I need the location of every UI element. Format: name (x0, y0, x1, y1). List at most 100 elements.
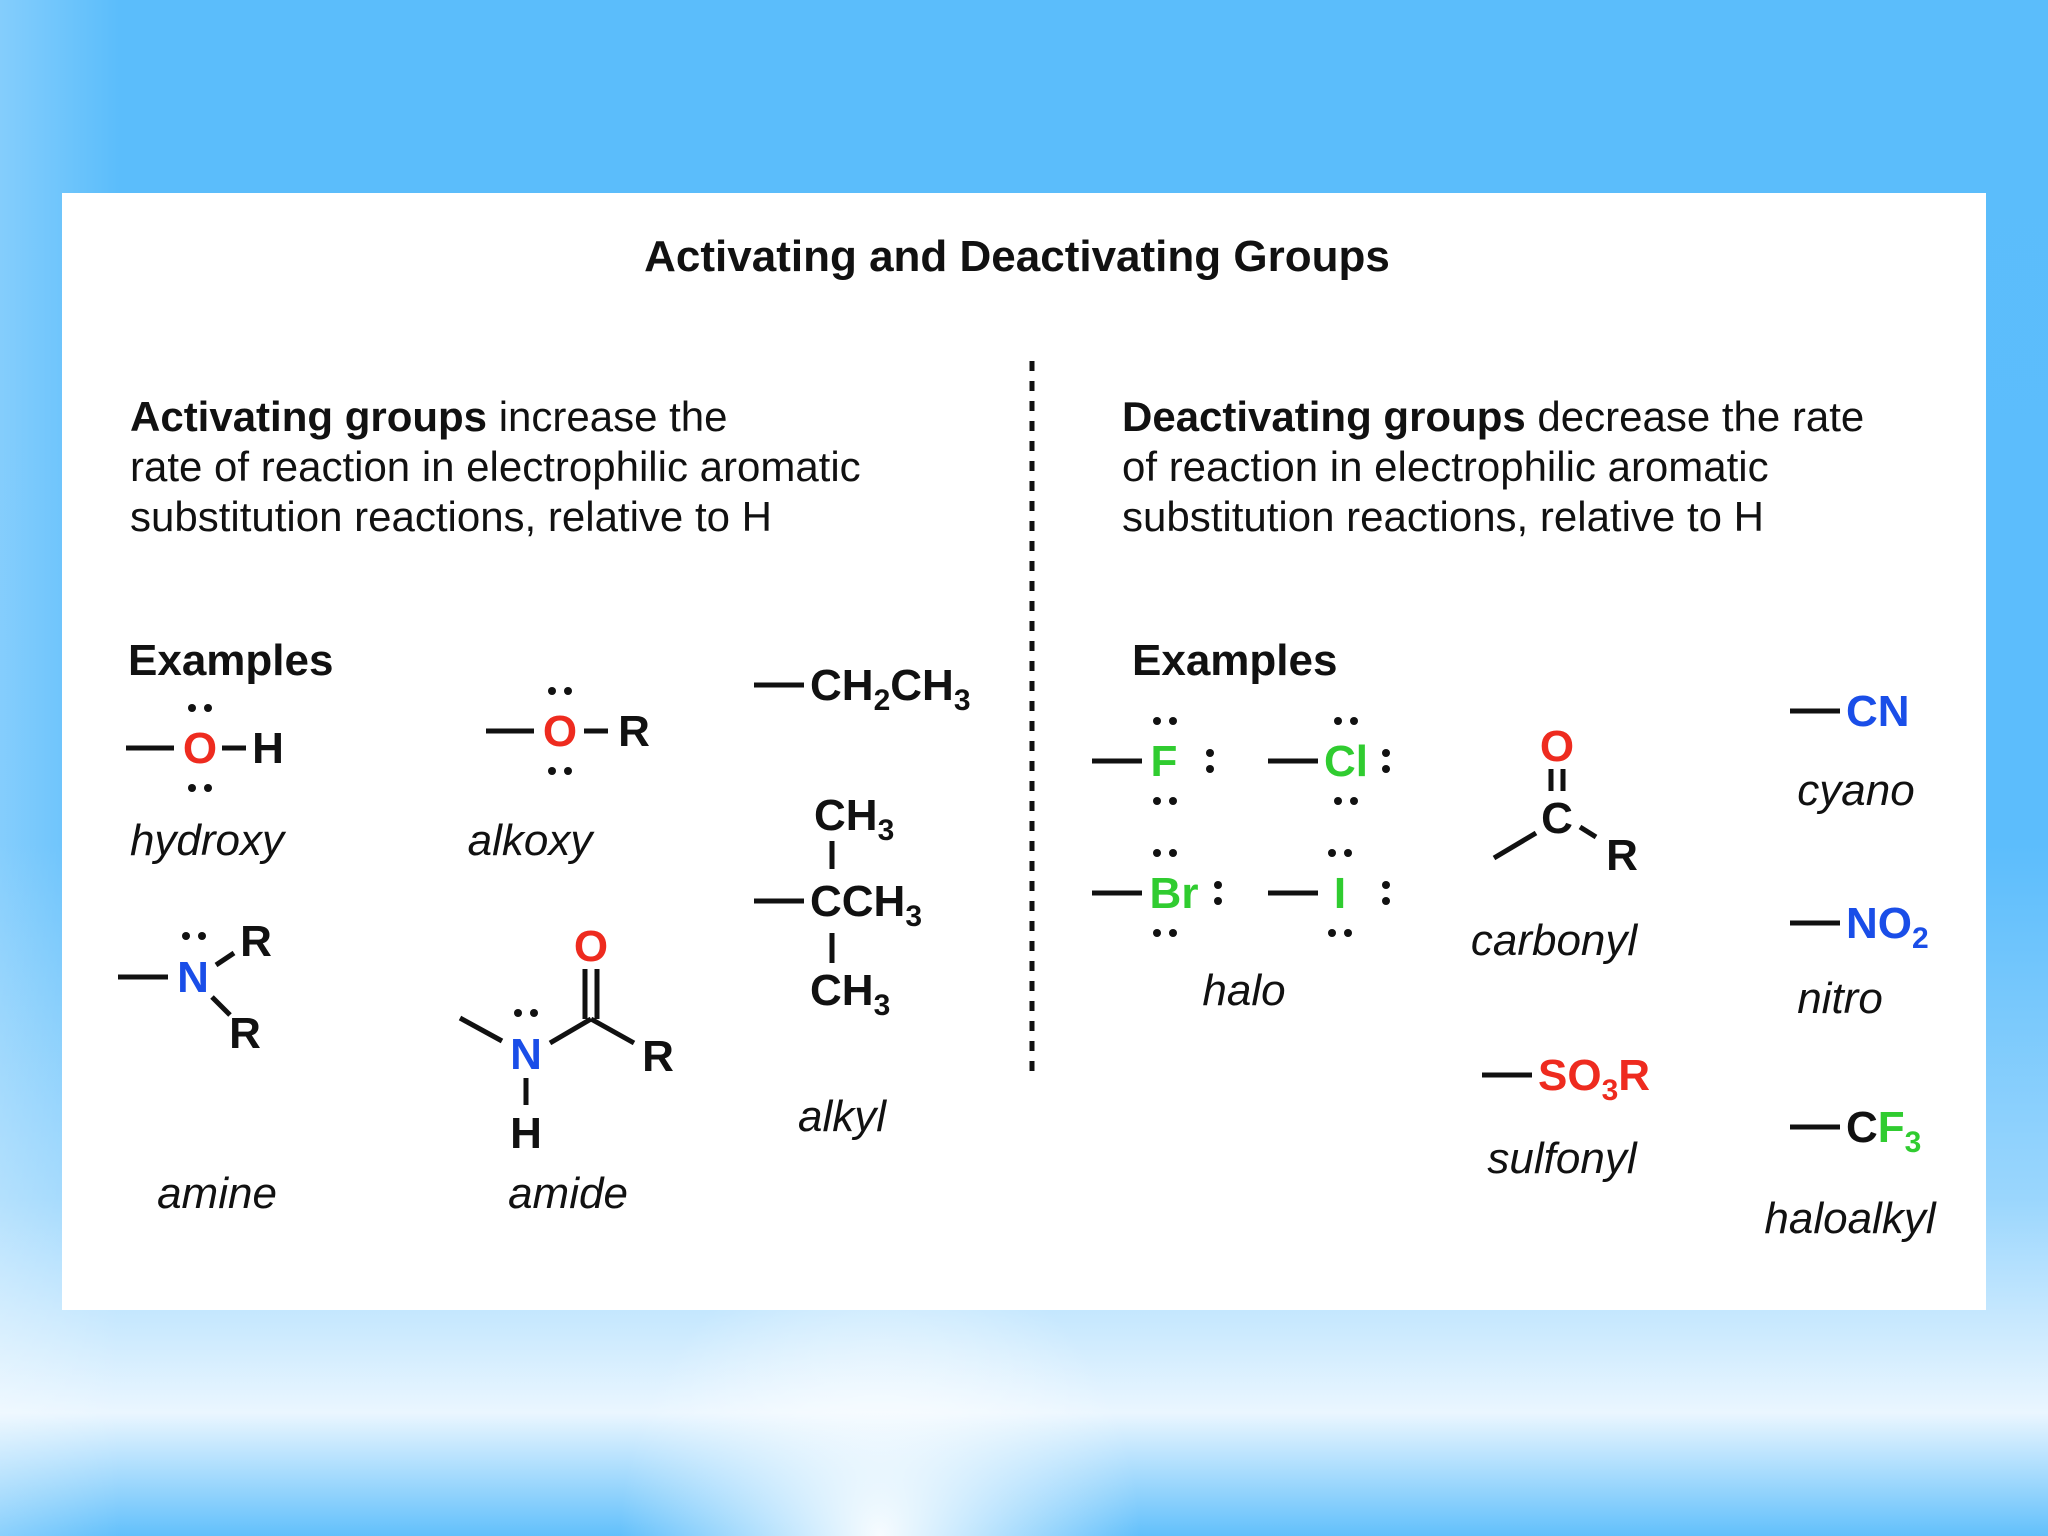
f-lp-right-1 (1206, 749, 1214, 757)
alkoxy-lone-pair-top-1 (548, 687, 556, 695)
tbutyl-cch: CCH (810, 877, 905, 926)
deactivating-line3: substitution reactions, relative to H (1122, 493, 1764, 540)
activating-examples-label: Examples (128, 636, 333, 685)
cl-lp-bot-2 (1350, 797, 1358, 805)
activating-line1: increase the (487, 393, 727, 440)
tbutyl-ch-bottom: CH (810, 966, 874, 1015)
alkoxy-lone-pair-bottom-1 (548, 767, 556, 775)
amine-lone-pair-2 (198, 932, 206, 940)
activating-line2: rate of reaction in electrophilic aromat… (130, 443, 861, 490)
slide-panel: Activating and Deactivating Groups Activ… (62, 193, 1986, 1310)
cl-lp-right-1 (1382, 749, 1390, 757)
fluorine-atom: F (1151, 737, 1178, 786)
haloalkyl-f: F (1878, 1103, 1905, 1152)
br-lp-bot-1 (1153, 929, 1161, 937)
haloalkyl-label: haloalkyl (1764, 1194, 1936, 1243)
hydroxy-oxygen: O (183, 724, 217, 773)
ethyl-ch-1: CH (810, 661, 874, 710)
hydroxy-lone-pair-bottom-2 (204, 784, 212, 792)
br-lp-top-1 (1153, 849, 1161, 857)
cl-lp-top-1 (1334, 717, 1342, 725)
svg-text:CH2CH3: CH2CH3 (810, 661, 971, 717)
alkoxy-lone-pair-bottom-2 (564, 767, 572, 775)
amine-structure: N R R (118, 917, 272, 1058)
amine-r-group-2: R (229, 1009, 261, 1058)
haloalkyl-sub-3: 3 (1905, 1126, 1922, 1159)
f-lp-top-1 (1153, 717, 1161, 725)
svg-text:SO3R: SO3R (1538, 1051, 1650, 1107)
amide-lone-pair-1 (514, 1009, 522, 1017)
cl-lp-bot-1 (1334, 797, 1342, 805)
carbonyl-oxygen: O (1540, 722, 1574, 771)
ethyl-ch-2: CH (890, 661, 954, 710)
background-bottom-glow (0, 1290, 2048, 1536)
svg-text:Activating groups increase the: Activating groups increase the (130, 393, 728, 440)
amide-bond-c-r (589, 1016, 636, 1046)
amide-lone-pair-2 (530, 1009, 538, 1017)
activating-description: Activating groups increase the rate of r… (130, 393, 861, 540)
deactivating-lead: Deactivating groups (1122, 393, 1526, 440)
ethyl-structure: CH2CH3 (754, 661, 971, 717)
i-lp-top-1 (1328, 849, 1336, 857)
tbutyl-ch-top: CH (814, 791, 878, 840)
diagram-canvas: Activating and Deactivating Groups Activ… (118, 232, 1937, 1243)
hydroxy-label: hydroxy (130, 816, 287, 865)
svg-text:Deactivating groups decrease t: Deactivating groups decrease the rate (1122, 393, 1864, 440)
deactivating-line1: decrease the rate (1526, 393, 1865, 440)
nitro-no: NO (1846, 899, 1912, 948)
i-lp-right-2 (1382, 897, 1390, 905)
tbutyl-sub-top: 3 (878, 814, 895, 847)
amine-bond-upper-r (214, 950, 236, 968)
page-title: Activating and Deactivating Groups (644, 232, 1390, 281)
carbonyl-label: carbonyl (1471, 916, 1639, 965)
amine-lone-pair-1 (182, 932, 190, 940)
i-lp-bot-2 (1344, 929, 1352, 937)
nitro-label: nitro (1797, 974, 1883, 1023)
nitro-structure: NO2 (1790, 899, 1929, 955)
cyano-structure: CN (1790, 687, 1910, 736)
i-lp-top-2 (1344, 849, 1352, 857)
activating-lead: Activating groups (130, 393, 487, 440)
sulfonyl-sub-3: 3 (1602, 1074, 1619, 1107)
nitro-sub-2: 2 (1912, 922, 1929, 955)
br-lp-bot-2 (1169, 929, 1177, 937)
iodine-atom: I (1334, 869, 1346, 918)
carbonyl-structure: O C R (1492, 722, 1638, 880)
amine-r-group-1: R (240, 917, 272, 966)
carbonyl-r-group: R (1606, 831, 1638, 880)
br-lp-top-2 (1169, 849, 1177, 857)
deactivating-line2: of reaction in electrophilic aromatic (1122, 443, 1769, 490)
hydroxy-lone-pair-bottom-1 (188, 784, 196, 792)
svg-text:CH3: CH3 (810, 966, 890, 1022)
activating-line3: substitution reactions, relative to H (130, 493, 772, 540)
svg-text:CF3: CF3 (1846, 1103, 1921, 1159)
amide-bond-n-c (548, 1016, 593, 1046)
alkoxy-structure: O R (486, 687, 650, 775)
alkoxy-lone-pair-top-2 (564, 687, 572, 695)
cyano-label: cyano (1797, 766, 1914, 815)
f-lp-bot-1 (1153, 797, 1161, 805)
amide-r-group: R (642, 1032, 674, 1081)
sulfonyl-label: sulfonyl (1487, 1134, 1637, 1183)
halo-structures: F Cl Br I (1092, 717, 1390, 937)
svg-text:NO2: NO2 (1846, 899, 1929, 955)
tert-butyl-structure: CH3 CCH3 CH3 (754, 791, 922, 1022)
hydroxy-lone-pair-top-2 (204, 704, 212, 712)
amide-nitrogen: N (510, 1030, 542, 1079)
tbutyl-sub-mid: 3 (905, 900, 922, 933)
alkoxy-r-group: R (618, 707, 650, 756)
amide-oxygen: O (574, 922, 608, 971)
f-lp-bot-2 (1169, 797, 1177, 805)
amine-nitrogen: N (177, 953, 209, 1002)
ethyl-sub-2: 2 (874, 684, 891, 717)
alkoxy-label: alkoxy (468, 816, 596, 865)
chlorine-atom: Cl (1324, 737, 1368, 786)
amine-bond-lower-r (210, 995, 232, 1017)
hydroxy-lone-pair-top-1 (188, 704, 196, 712)
alkoxy-oxygen: O (543, 707, 577, 756)
amide-structure: N O R H (458, 922, 674, 1158)
br-lp-right-2 (1214, 897, 1222, 905)
sulfonyl-so: SO (1538, 1051, 1602, 1100)
carbonyl-carbon: C (1541, 794, 1573, 843)
amine-label: amine (157, 1169, 277, 1218)
